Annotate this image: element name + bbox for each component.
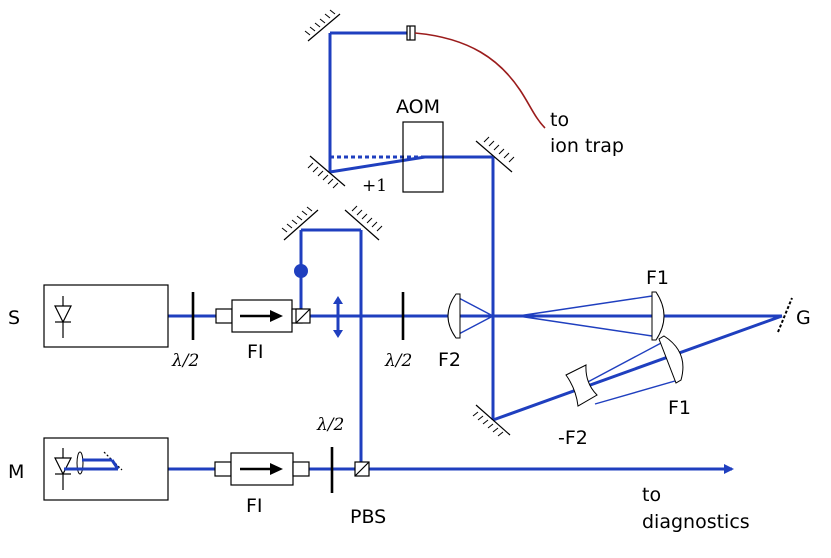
- lens-f1-top: [651, 291, 665, 341]
- label-to-ion-trap-2: ion trap: [550, 135, 624, 157]
- mirror-bottom-telescope: [472, 404, 511, 437]
- fiber-coupler-icon: [406, 25, 416, 41]
- grating-icon: [777, 297, 793, 333]
- label-plus1-order: +1: [362, 176, 387, 196]
- laser-m: [43, 437, 169, 501]
- mirror-aom-left: [307, 155, 346, 189]
- label-waveplate-1: λ/2: [171, 351, 199, 371]
- cone-f2-bottom: [454, 315, 494, 337]
- label-fi-top: FI: [247, 341, 264, 363]
- label-to-diagnostics-1: to: [642, 484, 661, 506]
- label-aom: AOM: [396, 96, 440, 118]
- label-fi-bottom: FI: [246, 495, 263, 517]
- mirror-pickoff-right: [344, 205, 383, 241]
- label-m: M: [8, 461, 24, 483]
- label-f1-top: F1: [646, 267, 669, 289]
- label-waveplate-3: λ/2: [316, 415, 344, 435]
- label-waveplate-2: λ/2: [384, 351, 412, 371]
- aom-box: [402, 121, 444, 193]
- label-to-diagnostics-2: diagnostics: [642, 511, 750, 533]
- label-g: G: [796, 307, 811, 329]
- cone-f1-top: [517, 295, 653, 317]
- lens-neg-f2: [565, 364, 598, 407]
- label-pbs: PBS: [350, 506, 386, 528]
- arrow-right-icon: [270, 310, 283, 322]
- faraday-isolator-top: [215, 299, 303, 333]
- label-s: S: [8, 307, 20, 329]
- mirror-pickoff-left: [281, 206, 319, 241]
- cone-lower-top: [583, 341, 664, 385]
- lens-f1-bottom: [658, 335, 684, 384]
- mirror-top-left-upper: [304, 9, 341, 42]
- laser-m-lens-icon: [76, 451, 84, 475]
- beam-grating-return: [492, 314, 783, 422]
- lens-f2: [447, 293, 461, 339]
- label-f2: F2: [438, 349, 461, 371]
- laser-m-diode-icon: [54, 448, 72, 490]
- fiber-cable: [414, 32, 546, 129]
- cone-f2-top: [454, 295, 494, 317]
- pickoff-cube: [295, 308, 311, 324]
- cone-lower-bottom: [594, 380, 676, 405]
- laser-s: [43, 284, 169, 348]
- arrow-right-icon: [270, 463, 283, 475]
- laser-s-diode-icon: [54, 296, 72, 338]
- label-to-ion-trap-1: to: [550, 109, 569, 131]
- flip-mirror-dot: [294, 264, 308, 278]
- label-neg-f2: -F2: [558, 427, 588, 449]
- polarization-arrow-icon: [333, 296, 343, 338]
- beam-aom-plus1: [329, 155, 426, 174]
- faraday-isolator-bottom: [214, 452, 310, 486]
- mirror-aom-right: [475, 136, 515, 173]
- label-f1-bottom: F1: [668, 397, 691, 419]
- cone-f1-bottom: [517, 315, 653, 337]
- pbs-cube: [354, 461, 370, 477]
